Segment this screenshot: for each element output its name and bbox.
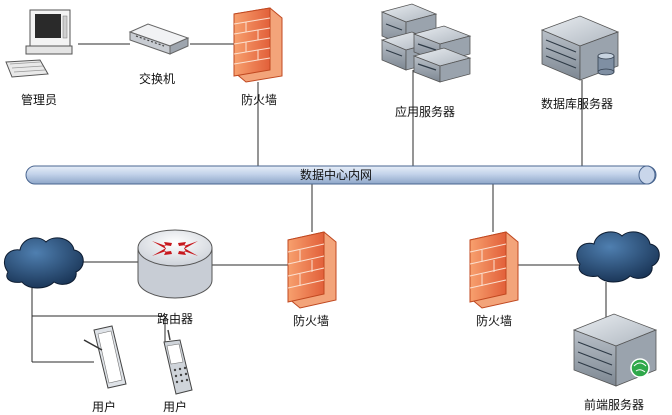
router-label: 路由器 xyxy=(157,312,194,326)
internet-cloud-icon-right xyxy=(576,231,660,283)
firewall-icon-middle xyxy=(287,231,337,309)
db-server-label: 数据库服务器 xyxy=(541,97,614,111)
web-server-icon xyxy=(572,313,658,387)
admin-label: 管理员 xyxy=(21,93,58,107)
firewall-right-label: 防火墙 xyxy=(476,314,513,328)
switch-label: 交换机 xyxy=(139,72,176,86)
network-switch-icon xyxy=(128,23,190,55)
tablet-icon xyxy=(83,325,127,389)
database-server-icon xyxy=(540,15,620,81)
user-phone-label: 用户 xyxy=(163,400,188,414)
server-stack-icon xyxy=(380,3,472,83)
firewall-icon-top xyxy=(233,7,283,83)
internet-cloud-icon-left xyxy=(4,237,84,289)
user-tablet-label: 用户 xyxy=(92,400,117,414)
firewall-middle-label: 防火墙 xyxy=(293,314,330,328)
connection-lines xyxy=(31,43,607,363)
frontend-server-label: 前端服务器 xyxy=(584,398,645,412)
desktop-computer-icon xyxy=(5,9,73,78)
firewall-icon-right xyxy=(469,231,519,309)
mobile-phone-icon xyxy=(163,329,193,395)
firewall-top-label: 防火墙 xyxy=(241,93,278,107)
data-center-bus xyxy=(25,165,657,185)
bus-label: 数据中心内网 xyxy=(299,168,372,182)
router-icon xyxy=(137,229,213,299)
app-server-label: 应用服务器 xyxy=(395,105,456,119)
